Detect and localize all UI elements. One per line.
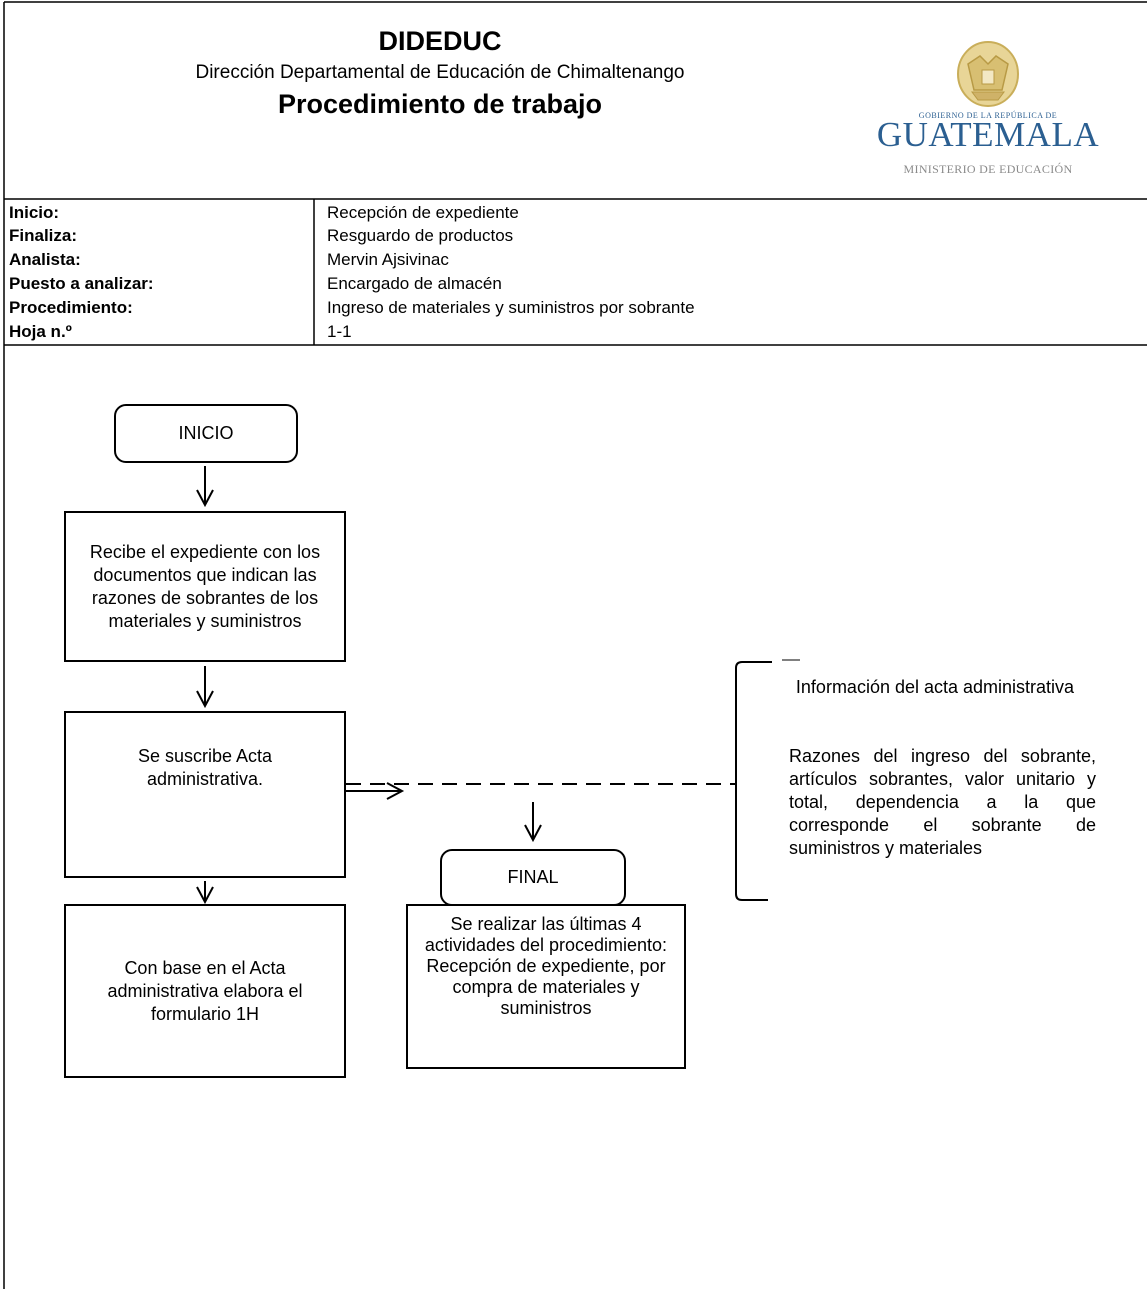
annotation-bracket	[735, 661, 772, 901]
info-label-hoja: Hoja n.º	[9, 322, 72, 341]
logo-text-ministry: MINISTERIO DE EDUCACIÓN	[903, 162, 1073, 176]
info-value-finaliza: Resguardo de productos	[327, 226, 514, 245]
flow-arrows	[196, 466, 542, 905]
info-value-inicio: Recepción de expediente	[327, 203, 519, 222]
info-label-puesto: Puesto a analizar:	[9, 274, 154, 293]
info-label-finaliza: Finaliza:	[9, 226, 78, 245]
logo-text-government: GOBIERNO DE LA REPÚBLICA DE	[918, 111, 1058, 120]
flow-step-acta: Se suscribe Acta administrativa.	[64, 711, 346, 878]
flow-end-terminal: FINAL	[440, 849, 626, 906]
flow-step-receive-label: Recibe el expediente con los documentos …	[89, 541, 321, 631]
flow-step-acta-label: Se suscribe Acta administrativa.	[137, 746, 273, 789]
flow-start-label: INICIO	[178, 423, 234, 443]
flow-step-form: Con base en el Acta administrativa elabo…	[64, 904, 346, 1078]
annotation-body: Razones del ingreso del sobrante, artícu…	[789, 746, 1096, 858]
info-label-inicio: Inicio:	[9, 203, 60, 222]
info-value-hoja: 1-1	[327, 322, 352, 341]
flow-step-form-label: Con base en el Acta administrativa elabo…	[107, 957, 303, 1024]
info-label-procedimiento: Procedimiento:	[9, 298, 133, 317]
department-name: Dirección Departamental de Educación de …	[195, 62, 685, 83]
flow-step-receive: Recibe el expediente con los documentos …	[64, 511, 346, 662]
info-value-analista: Mervin Ajsivinac	[327, 250, 449, 269]
flow-end-label: FINAL	[507, 867, 559, 887]
logo-text-country: GUATEMALA	[876, 115, 1100, 154]
org-title: DIDEDUC	[378, 26, 502, 56]
info-value-procedimiento: Ingreso de materiales y suministros por …	[327, 298, 695, 317]
flow-start-terminal: INICIO	[114, 404, 298, 463]
flow-step-final-activities-label: Se realizar las últimas 4 actividades de…	[424, 914, 668, 1018]
info-value-puesto: Encargado de almacén	[327, 274, 502, 293]
flow-step-final-activities: Se realizar las últimas 4 actividades de…	[406, 904, 686, 1069]
info-label-analista: Analista:	[9, 250, 81, 269]
coat-of-arms-icon	[957, 41, 1019, 107]
page-title: Procedimiento de trabajo	[277, 89, 603, 119]
annotation-title: Información del acta administrativa	[795, 677, 1075, 697]
